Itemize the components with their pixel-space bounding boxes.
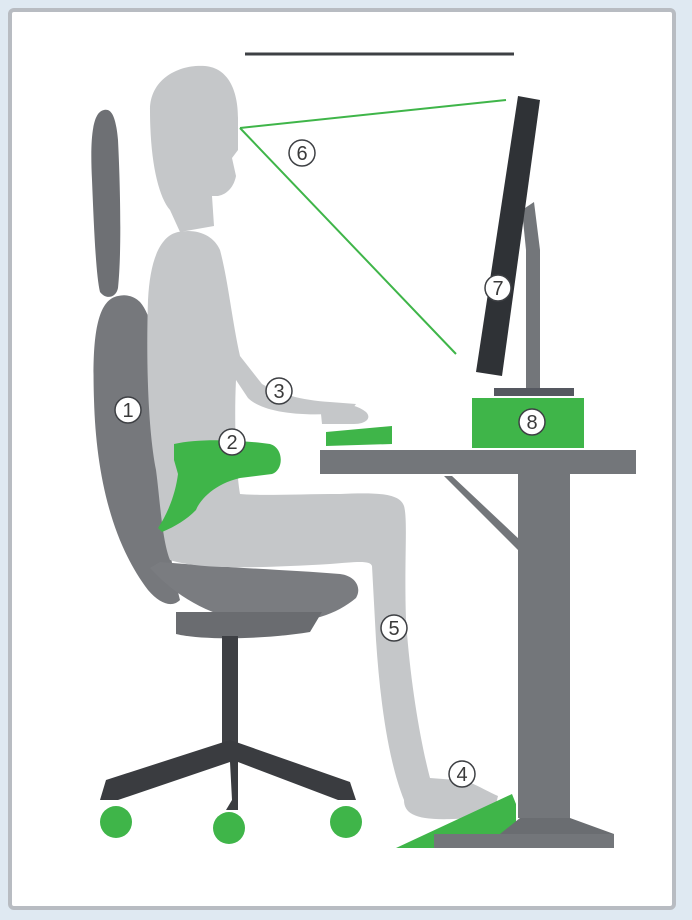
marker-8: 8: [519, 409, 545, 435]
sight-line-top: [240, 100, 506, 128]
chair-seat-base: [176, 612, 322, 638]
chair-headrest: [91, 110, 120, 297]
monitor-stand-arm: [522, 202, 540, 390]
desk-foot: [434, 834, 614, 848]
desk-leg: [518, 474, 570, 818]
desk-foot-slope: [500, 818, 614, 834]
marker-6-label: 6: [296, 143, 307, 165]
figure-body: [147, 231, 498, 819]
marker-8-label: 8: [526, 412, 537, 434]
figure-head: [150, 66, 238, 232]
marker-3: 3: [266, 378, 292, 404]
desk-brace: [444, 476, 520, 552]
chair-wheel-right: [330, 806, 362, 838]
keyboard: [326, 426, 392, 446]
marker-2-label: 2: [226, 432, 237, 454]
monitor-stand-base: [494, 388, 574, 396]
figure-hand: [320, 403, 368, 424]
marker-1-label: 1: [122, 400, 133, 422]
marker-4-label: 4: [456, 764, 467, 786]
marker-7-label: 7: [492, 278, 503, 300]
chair-wheel-center: [213, 812, 245, 844]
marker-6: 6: [289, 140, 315, 166]
chair-wheel-left: [100, 806, 132, 838]
marker-7: 7: [485, 275, 511, 301]
marker-2: 2: [219, 429, 245, 455]
sight-line-bottom: [240, 128, 456, 354]
chair-post: [222, 636, 238, 746]
marker-5: 5: [381, 615, 407, 641]
desk-top: [320, 450, 636, 474]
chair-base: [100, 740, 356, 810]
marker-5-label: 5: [388, 618, 399, 640]
marker-1: 1: [115, 397, 141, 423]
marker-3-label: 3: [273, 381, 284, 403]
marker-4: 4: [449, 761, 475, 787]
